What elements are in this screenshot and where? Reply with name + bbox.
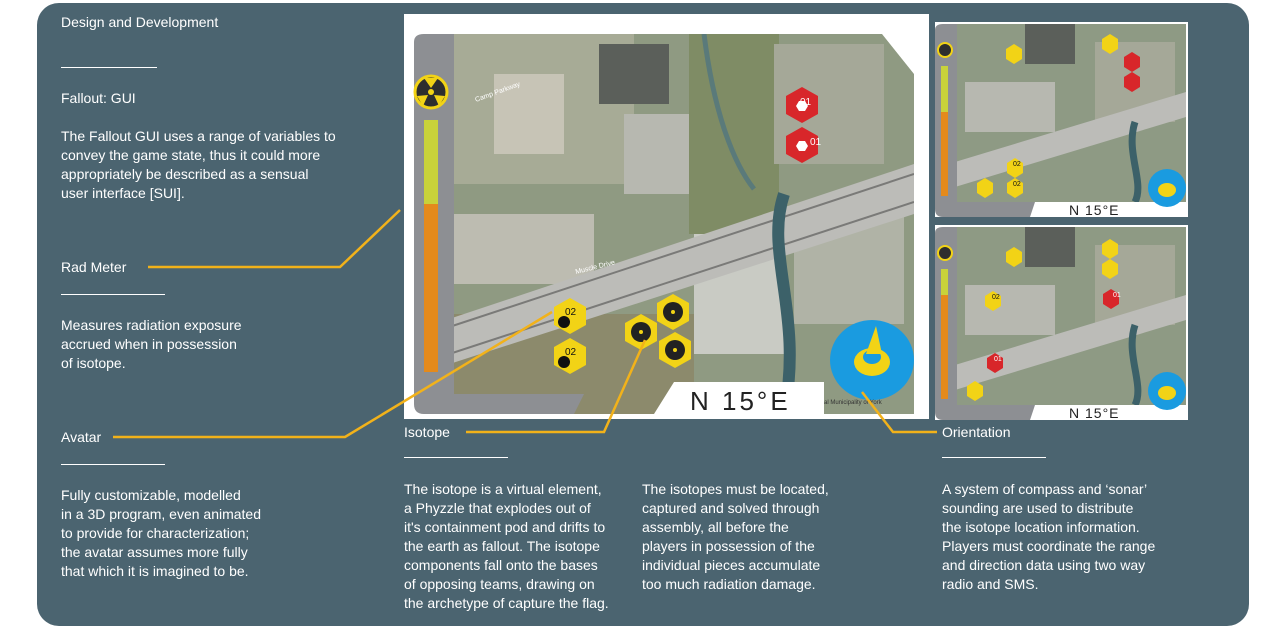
radiation-icon [937, 245, 953, 261]
compass-readout: N 15°E [690, 386, 791, 416]
marker-label: 01 [994, 356, 1002, 363]
isotope-heading: Isotope [404, 424, 450, 440]
avatar-body: Fully customizable, modelled in a 3D pro… [61, 487, 261, 579]
map-bottom-right: 02 01 01 N 15°E [935, 225, 1188, 420]
divider [942, 457, 1046, 458]
hexagon-marker-icon [786, 87, 818, 163]
rad-meter-fill [941, 112, 948, 196]
compass-readout: N 15°E [1069, 202, 1120, 217]
radiation-icon [937, 42, 953, 58]
orientation-heading: Orientation [942, 424, 1011, 440]
rad-meter-body: Measures radiation exposure accrued when… [61, 317, 242, 371]
marker-label: 01 [810, 137, 822, 148]
hexagon-marker-icon [977, 34, 1140, 198]
radiation-icon [625, 294, 691, 368]
main-map: Camp Parkway Muscle Drive 01 01 02 02 al… [404, 14, 929, 419]
hexagon-marker-icon [967, 239, 1119, 401]
sonar-compass-icon [1148, 372, 1186, 410]
divider [61, 464, 165, 465]
marker-label: 02 [1013, 161, 1021, 168]
marker-label: 02 [1013, 181, 1021, 188]
map-credit: al Municipality of York [824, 400, 883, 406]
isotope-body-right: The isotopes must be located, captured a… [642, 481, 829, 592]
map-top-right-graphic: 02 02 N 15°E [935, 22, 1188, 217]
divider [61, 294, 165, 295]
divider [61, 67, 157, 68]
marker-label: 02 [565, 347, 577, 358]
compass-readout: N 15°E [1069, 405, 1120, 420]
rad-meter-fill [424, 204, 438, 372]
map-top-right: 02 02 N 15°E [935, 22, 1188, 217]
rad-meter-heading: Rad Meter [61, 259, 127, 275]
orientation-body: A system of compass and ‘sonar’ sounding… [942, 481, 1156, 592]
isotope-body-left: The isotope is a virtual element, a Phyz… [404, 481, 609, 611]
rad-meter-fill [941, 295, 948, 399]
divider [404, 457, 508, 458]
sonar-compass-icon [1148, 169, 1186, 207]
avatar-heading: Avatar [61, 429, 102, 445]
sonar-compass-icon [830, 320, 914, 400]
intro-heading: Fallout: GUI [61, 90, 136, 106]
page-title: Design and Development [61, 14, 219, 30]
marker-label: 02 [565, 307, 577, 318]
marker-label: 02 [992, 294, 1000, 301]
marker-label: 01 [800, 97, 812, 108]
marker-label: 01 [1113, 292, 1121, 299]
map-bottom-right-graphic: 02 01 01 N 15°E [935, 225, 1188, 420]
main-map-graphic: Camp Parkway Muscle Drive 01 01 02 02 al… [413, 34, 914, 416]
intro-body: The Fallout GUI uses a range of variable… [61, 128, 336, 201]
